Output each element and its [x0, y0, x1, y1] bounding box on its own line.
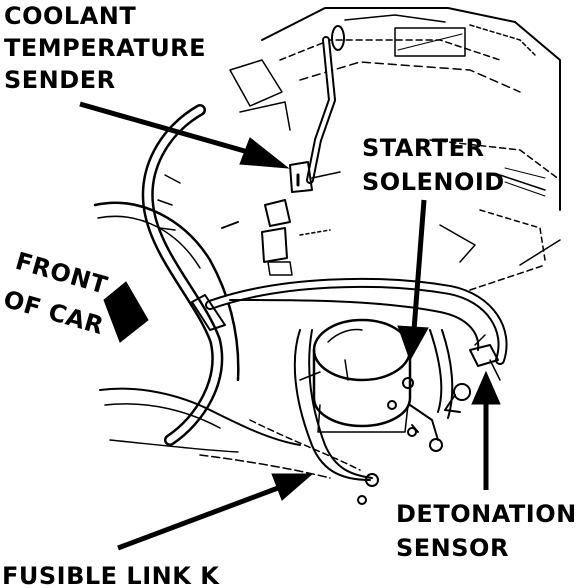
starter-solenoid-arrow: [411, 199, 427, 331]
detonation-label-line2: SENSOR: [396, 534, 509, 562]
fusible-link-arrow: [117, 485, 279, 551]
fusible-link-label: FUSIBLE LINK K: [2, 562, 220, 588]
engine-drawing: [93, 7, 561, 505]
detonation-label-line1: DETONATION: [396, 500, 576, 528]
label-arrows: [79, 101, 501, 551]
coolant-sender-arrow: [79, 101, 249, 155]
fusible-link-arrowhead: [271, 473, 314, 501]
coolant-label-line1: COOLANT: [4, 2, 136, 30]
coolant-label-line2: TEMPERATURE: [4, 34, 206, 62]
starter-label-line1: STARTER: [362, 134, 485, 162]
starter-label-line2: SOLENOID: [362, 168, 505, 196]
front-of-car-arrow: [103, 281, 149, 343]
coolant-sender-arrowhead: [239, 137, 290, 169]
starter-solenoid-arrowhead: [397, 325, 429, 362]
coolant-label-line3: SENDER: [4, 66, 116, 94]
detonation-sensor-arrowhead: [471, 370, 501, 405]
